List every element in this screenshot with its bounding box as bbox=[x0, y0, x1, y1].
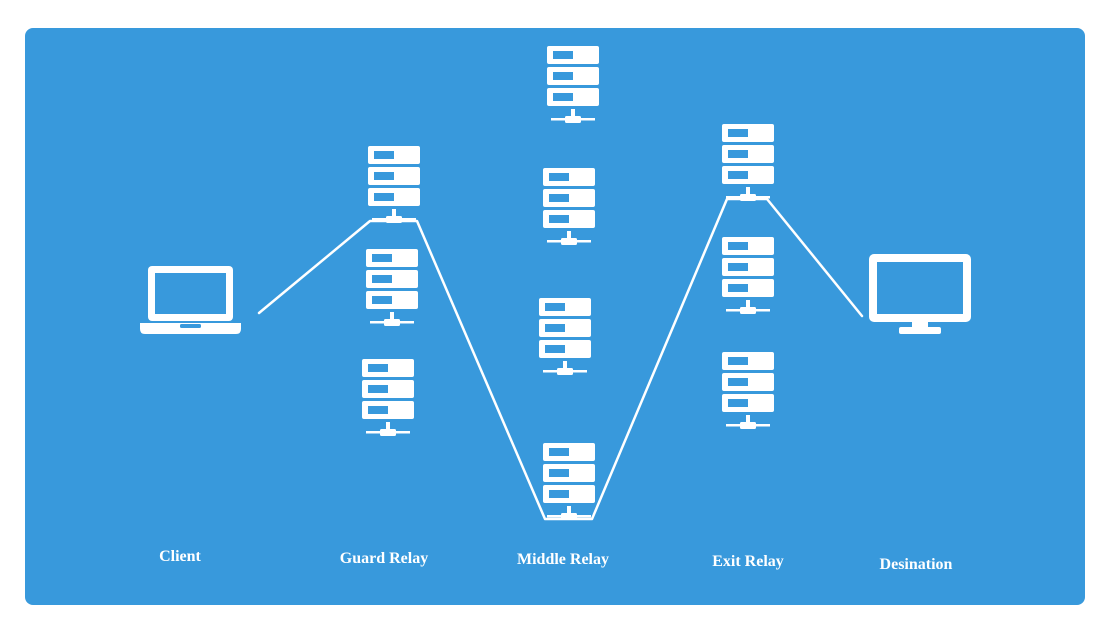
middle-relay-server-4 bbox=[543, 443, 595, 520]
relay-servers bbox=[362, 46, 774, 520]
laptop-icon bbox=[140, 266, 241, 334]
guard-relay-server-2 bbox=[366, 249, 418, 326]
middle-relay-label: Middle Relay bbox=[517, 551, 609, 568]
guard-relay-server-3 bbox=[362, 359, 414, 436]
middle-relay-server-3 bbox=[539, 298, 591, 375]
monitor-icon bbox=[869, 254, 971, 334]
client-label: Client bbox=[159, 548, 201, 565]
guard-relay-label: Guard Relay bbox=[339, 550, 429, 567]
middle-relay-server-2 bbox=[543, 168, 595, 245]
exit-relay-server-1 bbox=[722, 124, 774, 201]
destination-label: Desination bbox=[879, 556, 953, 573]
exit-relay-label: Exit Relay bbox=[712, 553, 784, 570]
guard-relay-server-1 bbox=[368, 146, 420, 223]
exit-relay-server-3 bbox=[722, 352, 774, 429]
middle-relay-server-1 bbox=[547, 46, 599, 123]
exit-relay-server-2 bbox=[722, 237, 774, 314]
